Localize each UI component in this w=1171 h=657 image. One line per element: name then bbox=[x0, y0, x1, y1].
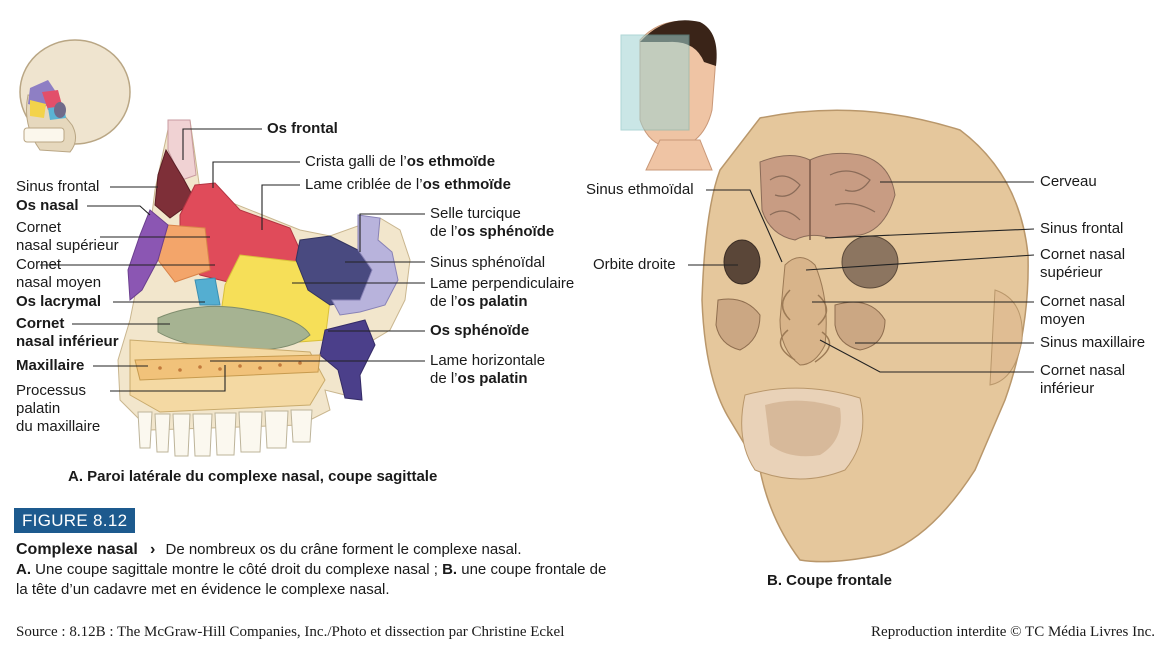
label-orbite-droite: Orbite droite bbox=[593, 256, 676, 273]
label-maxillaire-text: Maxillaire bbox=[16, 357, 85, 374]
label-lame-perp-bold: os palatin bbox=[457, 293, 528, 310]
label-os-frontal-text: Os frontal bbox=[267, 120, 338, 137]
label-crista-text: Crista galli de l’ bbox=[305, 153, 407, 170]
label-cornet-inf-b-line2: inférieur bbox=[1040, 380, 1095, 397]
leader-lines-b bbox=[688, 181, 1035, 373]
label-selle-turcique: Selle turcique de l’os sphénoïde bbox=[430, 205, 554, 241]
label-cornet-superieur-a: Cornet nasal supérieur bbox=[16, 219, 119, 255]
figure-a-tag: A. bbox=[16, 561, 31, 578]
label-sinus-frontal-b: Sinus frontal bbox=[1040, 220, 1124, 237]
figure-b-tag: B. bbox=[442, 561, 458, 578]
label-processus-palatin: Processus palatin du maxillaire bbox=[16, 382, 100, 436]
label-os-sphenoide-text: Os sphénoïde bbox=[430, 322, 530, 339]
label-lame-horizontale: Lame horizontale de l’os palatin bbox=[430, 352, 545, 388]
label-cornet-moyen-a: Cornet nasal moyen bbox=[16, 256, 101, 292]
label-lame-perpendiculaire: Lame perpendiculaire de l’os palatin bbox=[430, 275, 574, 311]
label-crista-bold: os ethmoïde bbox=[406, 153, 496, 170]
figure-b-text: une coupe frontale de la tête d’un cadav… bbox=[16, 561, 607, 598]
label-cornet-inferieur-a: Cornet nasal inférieur bbox=[16, 315, 119, 351]
head-thumbnail bbox=[620, 20, 717, 171]
label-cornet-moy-b-line2: moyen bbox=[1040, 311, 1086, 328]
figure-badge: FIGURE 8.12 bbox=[14, 508, 136, 533]
figure-a-text: Une coupe sagittale montre le côté droit… bbox=[35, 561, 438, 578]
label-processus-line1: Processus bbox=[16, 382, 87, 399]
figure-title: Complexe nasal bbox=[16, 541, 138, 558]
label-processus-line3: du maxillaire bbox=[16, 418, 101, 435]
label-lame-horiz-bold: os palatin bbox=[457, 370, 528, 387]
label-sinus-ethmoidal: Sinus ethmoïdal bbox=[586, 181, 694, 198]
label-os-frontal: Os frontal bbox=[267, 120, 338, 138]
label-sinus-maxillaire: Sinus maxillaire bbox=[1040, 334, 1146, 351]
figure-intro: De nombreux os du crâne forment le compl… bbox=[165, 541, 522, 558]
label-cornet-sup-b-line1: Cornet nasal bbox=[1040, 246, 1126, 263]
label-os-nasal: Os nasal bbox=[16, 197, 79, 215]
label-os-nasal-text: Os nasal bbox=[16, 197, 79, 214]
label-selle-pre: de l’ bbox=[430, 223, 458, 240]
label-lame-criblee-text: Lame criblée de l’ bbox=[305, 176, 423, 193]
label-os-lacrymal: Os lacrymal bbox=[16, 293, 101, 311]
label-lame-perp-pre: de l’ bbox=[430, 293, 458, 310]
label-processus-line2: palatin bbox=[16, 400, 61, 417]
label-cerveau: Cerveau bbox=[1040, 173, 1097, 190]
label-cornet-inf-line2: nasal inférieur bbox=[16, 333, 119, 350]
label-cornet-moy-line1: Cornet bbox=[16, 256, 62, 273]
skull-thumbnail bbox=[19, 39, 131, 153]
caption-a: A. Paroi latérale du complexe nasal, cou… bbox=[68, 468, 438, 485]
label-cornet-moy-line2: nasal moyen bbox=[16, 274, 102, 291]
label-sinus-sphenoidal: Sinus sphénoïdal bbox=[430, 254, 546, 271]
figure-legend: Complexe nasal › De nombreux os du crâne… bbox=[16, 540, 616, 600]
label-lame-horiz-pre: de l’ bbox=[430, 370, 458, 387]
sagittal-section-illustration bbox=[117, 119, 411, 457]
footer-rights: Reproduction interdite © TC Média Livres… bbox=[871, 624, 1155, 640]
label-cornet-inf-line1: Cornet bbox=[16, 315, 65, 332]
label-cornet-superieur-b: Cornet nasal supérieur bbox=[1040, 246, 1125, 282]
leader-lines-a bbox=[40, 128, 425, 392]
label-cornet-sup-line1: Cornet bbox=[16, 219, 62, 236]
label-lame-criblee: Lame criblée de l’os ethmoïde bbox=[305, 176, 511, 194]
caption-b: B. Coupe frontale bbox=[767, 572, 893, 589]
label-lame-criblee-bold: os ethmoïde bbox=[422, 176, 511, 193]
label-crista-galli: Crista galli de l’os ethmoïde bbox=[305, 153, 495, 171]
label-cornet-sup-b-line2: supérieur bbox=[1040, 264, 1103, 281]
chevron-right-icon: › bbox=[150, 541, 156, 558]
label-cornet-inferieur-b: Cornet nasal inférieur bbox=[1040, 362, 1125, 398]
label-os-lacrymal-text: Os lacrymal bbox=[16, 293, 102, 310]
label-cornet-moy-b-line1: Cornet nasal bbox=[1040, 293, 1126, 310]
label-cornet-moyen-b: Cornet nasal moyen bbox=[1040, 293, 1125, 329]
label-selle-bold: os sphénoïde bbox=[457, 223, 555, 240]
label-os-sphenoide: Os sphénoïde bbox=[430, 322, 529, 340]
label-cornet-inf-b-line1: Cornet nasal bbox=[1040, 362, 1126, 379]
label-cornet-sup-line2: nasal supérieur bbox=[16, 237, 119, 254]
label-sinus-frontal-a: Sinus frontal bbox=[16, 178, 100, 195]
label-lame-perp-line1: Lame perpendiculaire bbox=[430, 275, 575, 292]
footer-source: Source : 8.12B : The McGraw-Hill Compani… bbox=[16, 624, 565, 640]
label-selle-line1: Selle turcique bbox=[430, 205, 521, 222]
label-lame-horiz-line1: Lame horizontale bbox=[430, 352, 546, 369]
label-maxillaire: Maxillaire bbox=[16, 357, 84, 375]
cadaver-frontal-section-photo bbox=[701, 109, 1029, 563]
